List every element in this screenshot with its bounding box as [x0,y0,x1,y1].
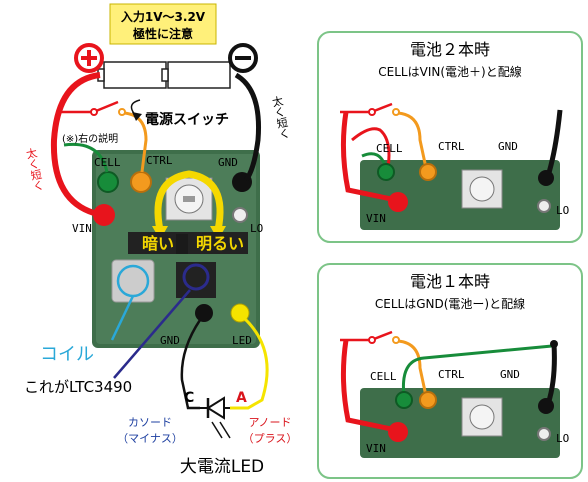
panel-one-cell: CELL [370,370,397,383]
rotation-arrow-icon [154,170,224,231]
panel-two-vin: VIN [366,212,386,225]
anode-label-line2: （プラス） [243,432,298,445]
panel-one-lo: LO [556,432,569,445]
orange-wire [123,111,148,173]
battery-note-box [109,3,217,45]
ctrl-label: CTRL [146,154,173,167]
panel-one-ctrl: CTRL [438,368,465,381]
panel-two-ctrl: CTRL [438,140,465,153]
anode-label-line1: アノード [248,416,291,429]
panel-one-title: 電池１本時 [410,272,490,291]
anode-letter: A [236,390,247,406]
black-wire [234,72,262,182]
thick-short-right-label: 太く短く [270,94,292,140]
ltc3490-chip [176,262,216,298]
panel-one-vin: VIN [366,442,386,455]
battery-pack [97,61,231,89]
panel-two-cell: CELL [376,142,403,155]
gnd-label: GND [218,156,238,169]
gnd-led-pad [195,304,213,322]
vin-pad [93,204,115,226]
led-diode-icon [200,396,231,439]
panel-one-subtitle: CELLはGND(電池ー)と配線 [375,296,525,311]
cell-label: CELL [94,156,121,169]
panel-one-gnd: GND [500,368,520,381]
cell-pad [97,171,119,193]
coil-label: コイル [40,344,94,365]
panel-two-title: 電池２本時 [410,40,490,59]
dark-label: 暗い [142,234,174,253]
panel-two-gnd: GND [498,140,518,153]
vin-label: VIN [72,222,92,235]
panel-two-batteries: 電池２本時 CELLはVIN(電池＋)と配線 CELL CTRL GND VIN… [317,31,583,243]
big-led-label: 大電流LED [180,457,264,477]
gnd-led-label: GND [160,334,180,347]
red-wire [50,72,101,216]
lo-pad [232,207,248,223]
thick-short-left-label: 太く短く [24,146,46,192]
panel-one-battery: 電池１本時 CELLはGND(電池ー)と配線 CELL CTRL GND VIN… [317,263,583,479]
panel-two-lo: LO [556,204,569,217]
cathode-label-line2: （マイナス） [117,432,183,445]
led-label: LED [232,334,252,347]
led-cathode-wire [180,319,202,410]
green-wire [63,142,109,173]
note-right-label: (※)右の説明 [62,132,118,145]
power-switch-label: 電源スイッチ [145,111,229,128]
lo-label: LO [250,222,263,235]
power-switch-lever [95,100,119,113]
cathode-label-line1: カソード [128,416,172,429]
battery-note-line1: 入力1V～3.2V [121,9,206,24]
ctrl-pad [130,171,152,193]
bright-label: 明るい [196,234,244,253]
led-anode-wire [230,316,269,410]
panel-two-subtitle: CELLはVIN(電池＋)と配線 [378,64,521,79]
cathode-letter: C [184,390,194,406]
battery-note-line2: 極性に注意 [133,26,193,41]
ltc3490-label: これがLTC3490 [24,378,132,396]
